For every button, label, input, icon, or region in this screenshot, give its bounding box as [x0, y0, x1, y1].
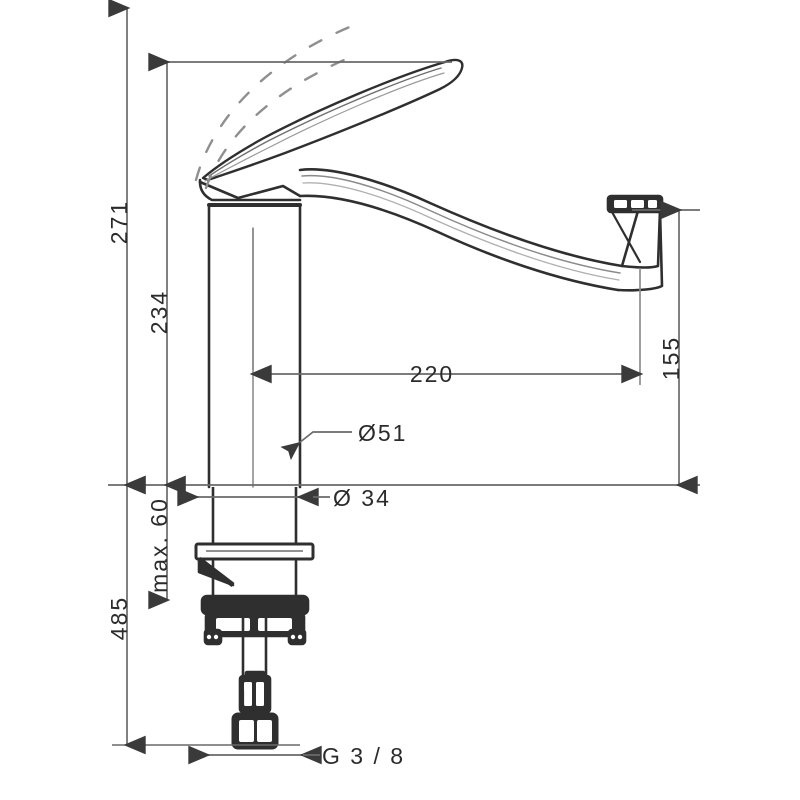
bracket-hole-4: [297, 634, 303, 640]
dimension-lines-group: [108, 0, 700, 765]
bracket-foot-left: [203, 628, 223, 646]
lever-handle-outer: [201, 58, 464, 182]
motion-arc-outer: [194, 24, 354, 182]
bracket-window-left: [216, 618, 250, 631]
aerator-slot-2: [631, 200, 644, 208]
label-max60: max. 60: [146, 497, 172, 593]
coupling-slot-left: [244, 682, 252, 706]
spout-highlight-line: [301, 174, 621, 274]
coupling-slot-right: [256, 682, 264, 706]
spout-upper-edge: [298, 168, 624, 268]
bracket-window-right: [258, 618, 292, 631]
label-234: 234: [146, 290, 172, 334]
aerator-slot-3: [648, 200, 657, 208]
handle-base-facet: [198, 180, 302, 200]
label-g38: G 3 / 8: [322, 743, 405, 769]
leader-d51: [280, 431, 352, 461]
spout-highlight-line-2: [302, 182, 620, 281]
lever-handle-inner-line-2: [204, 72, 445, 182]
fixing-bracket-body: [200, 594, 310, 616]
faucet-body-group: [198, 58, 664, 489]
coupling-collar: [244, 670, 266, 680]
label-485: 485: [106, 596, 132, 640]
thread-fitting-slot-left: [239, 720, 254, 742]
dimension-text-group: 271 234 155 220 max. 60 485 Ø51 Ø 34 G 3…: [106, 200, 684, 769]
label-271: 271: [106, 200, 132, 244]
section-wedge: [197, 557, 235, 587]
bracket-hole-3: [290, 634, 296, 640]
label-d51: Ø51: [358, 420, 407, 446]
bracket-hole-1: [206, 634, 212, 640]
label-155: 155: [658, 336, 684, 380]
label-d34: Ø 34: [333, 485, 391, 511]
aerator-slot-1: [614, 200, 627, 208]
thread-fitting-slot-right: [257, 720, 272, 742]
bracket-hole-2: [213, 634, 219, 640]
bracket-foot-right: [287, 628, 307, 646]
spout-lower-edge: [298, 194, 620, 292]
mounting-assembly-group: [194, 487, 315, 750]
label-220: 220: [410, 361, 454, 387]
lever-motion-arcs: [194, 24, 354, 190]
lever-handle-inner-line: [208, 67, 442, 177]
outlet-brace: [610, 210, 642, 264]
